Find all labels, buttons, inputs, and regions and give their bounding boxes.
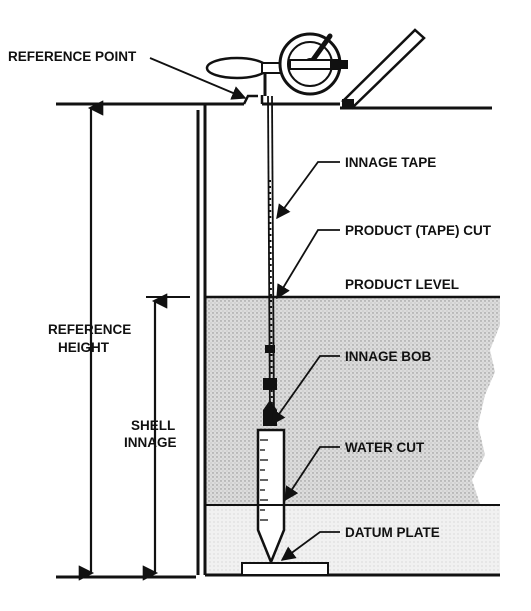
datum-plate [241, 562, 329, 576]
label-product-tape-cut: PRODUCT (TAPE) CUT [345, 223, 492, 238]
label-water-cut: WATER CUT [345, 440, 425, 455]
gauge-hatch [242, 94, 264, 105]
leader-lines [149, 57, 340, 561]
innage-bob [256, 428, 286, 566]
label-datum-plate: DATUM PLATE [345, 525, 440, 540]
label-reference-point: REFERENCE POINT [8, 49, 137, 64]
innage-tape [267, 95, 275, 421]
label-reference-height-2: HEIGHT [58, 340, 110, 355]
tape-reel [205, 32, 348, 96]
product-region [205, 297, 500, 504]
label-innage-tape: INNAGE TAPE [345, 155, 436, 170]
label-product-level: PRODUCT LEVEL [345, 277, 459, 292]
label-shell-innage-2: INNAGE [124, 435, 177, 450]
hatch-cover [341, 28, 426, 110]
label-shell-innage-1: SHELL [131, 418, 175, 433]
shell-innage-dimension [142, 293, 190, 581]
label-reference-height-1: REFERENCE [48, 322, 131, 337]
label-innage-bob: INNAGE BOB [345, 349, 432, 364]
